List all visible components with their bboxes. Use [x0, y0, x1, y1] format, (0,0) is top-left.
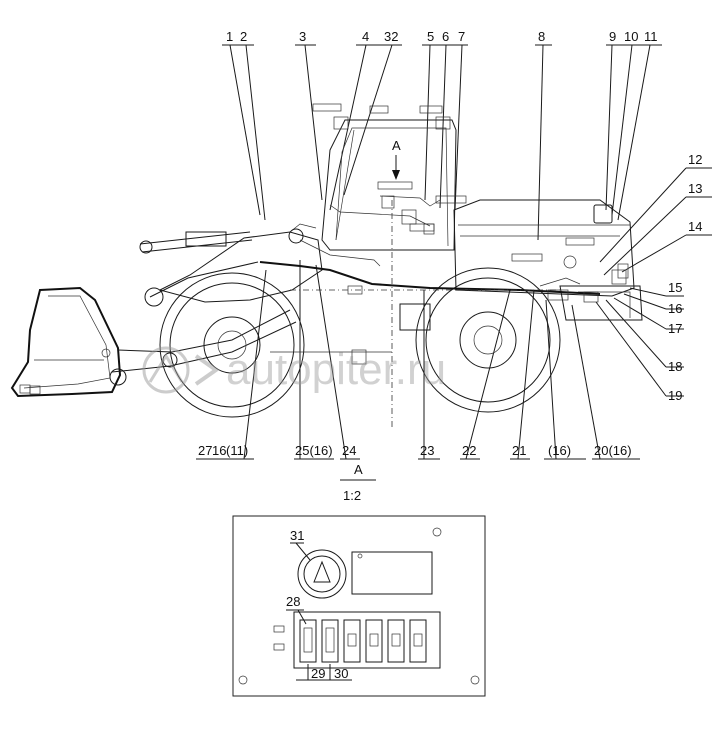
callout-5: 5	[427, 29, 434, 44]
callout-25: 25(16)	[295, 443, 333, 458]
callout-11-bottom: (11)	[226, 443, 248, 458]
callout-28: 28	[286, 594, 300, 609]
callout-16-right: 16	[668, 301, 682, 316]
display-window	[351, 551, 433, 595]
callout-30: 30	[334, 666, 348, 681]
callout-22: 22	[462, 443, 476, 458]
callout-20: 20(16)	[594, 443, 632, 458]
callout-19: 19	[668, 388, 682, 403]
callout-32: 32	[384, 29, 398, 44]
detail-scale: 1:2	[343, 488, 361, 503]
callout-8: 8	[538, 29, 545, 44]
view-a-arrow-head	[392, 170, 400, 180]
loader-illustration	[10, 103, 643, 430]
detail-title: A	[354, 462, 363, 477]
detail-panel	[232, 515, 486, 697]
callout-10: 10	[624, 29, 638, 44]
view-a-marker: A	[392, 138, 401, 153]
callout-2: 2	[240, 29, 247, 44]
callout-31: 31	[290, 528, 304, 543]
right-leaders	[595, 167, 712, 397]
callout-27: 27	[198, 443, 212, 458]
callout-16-bottom: 16	[212, 443, 226, 458]
callout-1: 1	[226, 29, 233, 44]
callout-3: 3	[299, 29, 306, 44]
detail-a-heading: A 1:2	[340, 462, 376, 503]
callout-7: 7	[458, 29, 465, 44]
callout-11: 11	[644, 29, 658, 44]
callout-14: 14	[688, 219, 702, 234]
callout-24: 24	[342, 443, 356, 458]
callout-6: 6	[442, 29, 449, 44]
callout-9: 9	[609, 29, 616, 44]
switch-bank	[293, 611, 441, 669]
callout-16-center: (16)	[548, 443, 571, 458]
watermark-text: autopiter.ru	[226, 345, 446, 394]
callout-17: 17	[668, 321, 682, 336]
callout-15: 15	[668, 280, 682, 295]
callout-29: 29	[311, 666, 325, 681]
bottom-leaders	[196, 260, 640, 460]
callout-23: 23	[420, 443, 434, 458]
watermark: autopiter.ru	[142, 345, 446, 394]
callout-18: 18	[668, 359, 682, 374]
callout-12: 12	[688, 152, 702, 167]
ignition-switch	[297, 549, 347, 599]
callout-21: 21	[512, 443, 526, 458]
callout-4: 4	[362, 29, 369, 44]
callout-13: 13	[688, 181, 702, 196]
top-leaders	[222, 44, 662, 241]
